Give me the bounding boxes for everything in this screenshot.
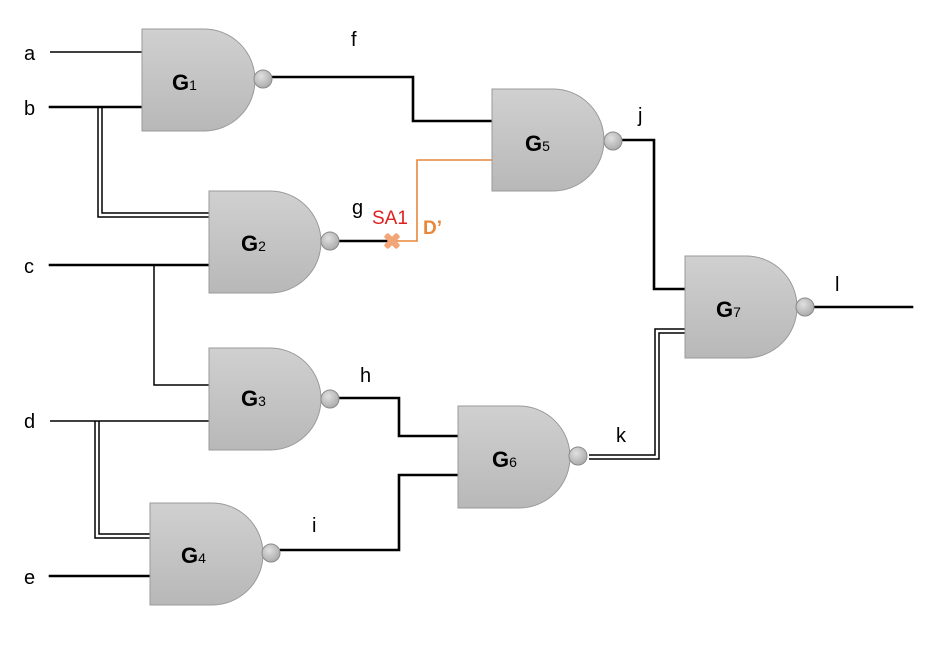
label-h: h	[360, 365, 371, 387]
gate-g7-label: G7	[716, 297, 741, 322]
label-l: l	[835, 274, 839, 296]
label-b: b	[24, 98, 35, 120]
gate-g2[interactable]: G2	[208, 190, 340, 294]
gate-g5[interactable]: G5	[491, 88, 623, 192]
label-j: j	[637, 105, 642, 127]
wire-h	[338, 396, 460, 438]
signal-labels: a b c d e f g h i j k l	[24, 29, 839, 589]
gate-g3-label: G3	[241, 386, 266, 411]
wire-fault-path	[392, 159, 492, 242]
label-c: c	[24, 256, 34, 278]
wire-f	[270, 75, 494, 123]
fault-label-sa1: SA1	[372, 208, 408, 229]
wires	[48, 51, 914, 578]
label-a: a	[24, 43, 36, 65]
gate-g3[interactable]: G3	[208, 347, 340, 451]
gate-g1-label: G1	[172, 70, 197, 95]
wire-d-branch	[94, 421, 150, 539]
fault-label-dprime: D’	[423, 218, 442, 239]
gate-g4[interactable]: G4	[149, 502, 281, 606]
wire-c-branch	[153, 265, 209, 386]
label-d: d	[24, 411, 35, 433]
wire-b-branch	[97, 107, 209, 218]
gate-g2-label: G2	[241, 231, 266, 256]
gate-g5-label: G5	[525, 131, 550, 156]
gate-g7[interactable]: G7	[684, 255, 815, 359]
gate-g6-label: G6	[492, 447, 517, 472]
wire-k	[589, 328, 685, 456]
fault-cross-icon	[384, 233, 400, 249]
wire-j	[621, 138, 687, 291]
label-g: g	[352, 197, 363, 219]
label-e: e	[24, 567, 35, 589]
gate-g6[interactable]: G6	[457, 405, 588, 509]
label-k: k	[616, 425, 627, 447]
label-i: i	[312, 515, 316, 537]
gate-g4-label: G4	[181, 543, 206, 568]
label-f: f	[351, 29, 357, 51]
gate-g1[interactable]: G1	[141, 28, 273, 132]
wire-i	[279, 473, 460, 552]
